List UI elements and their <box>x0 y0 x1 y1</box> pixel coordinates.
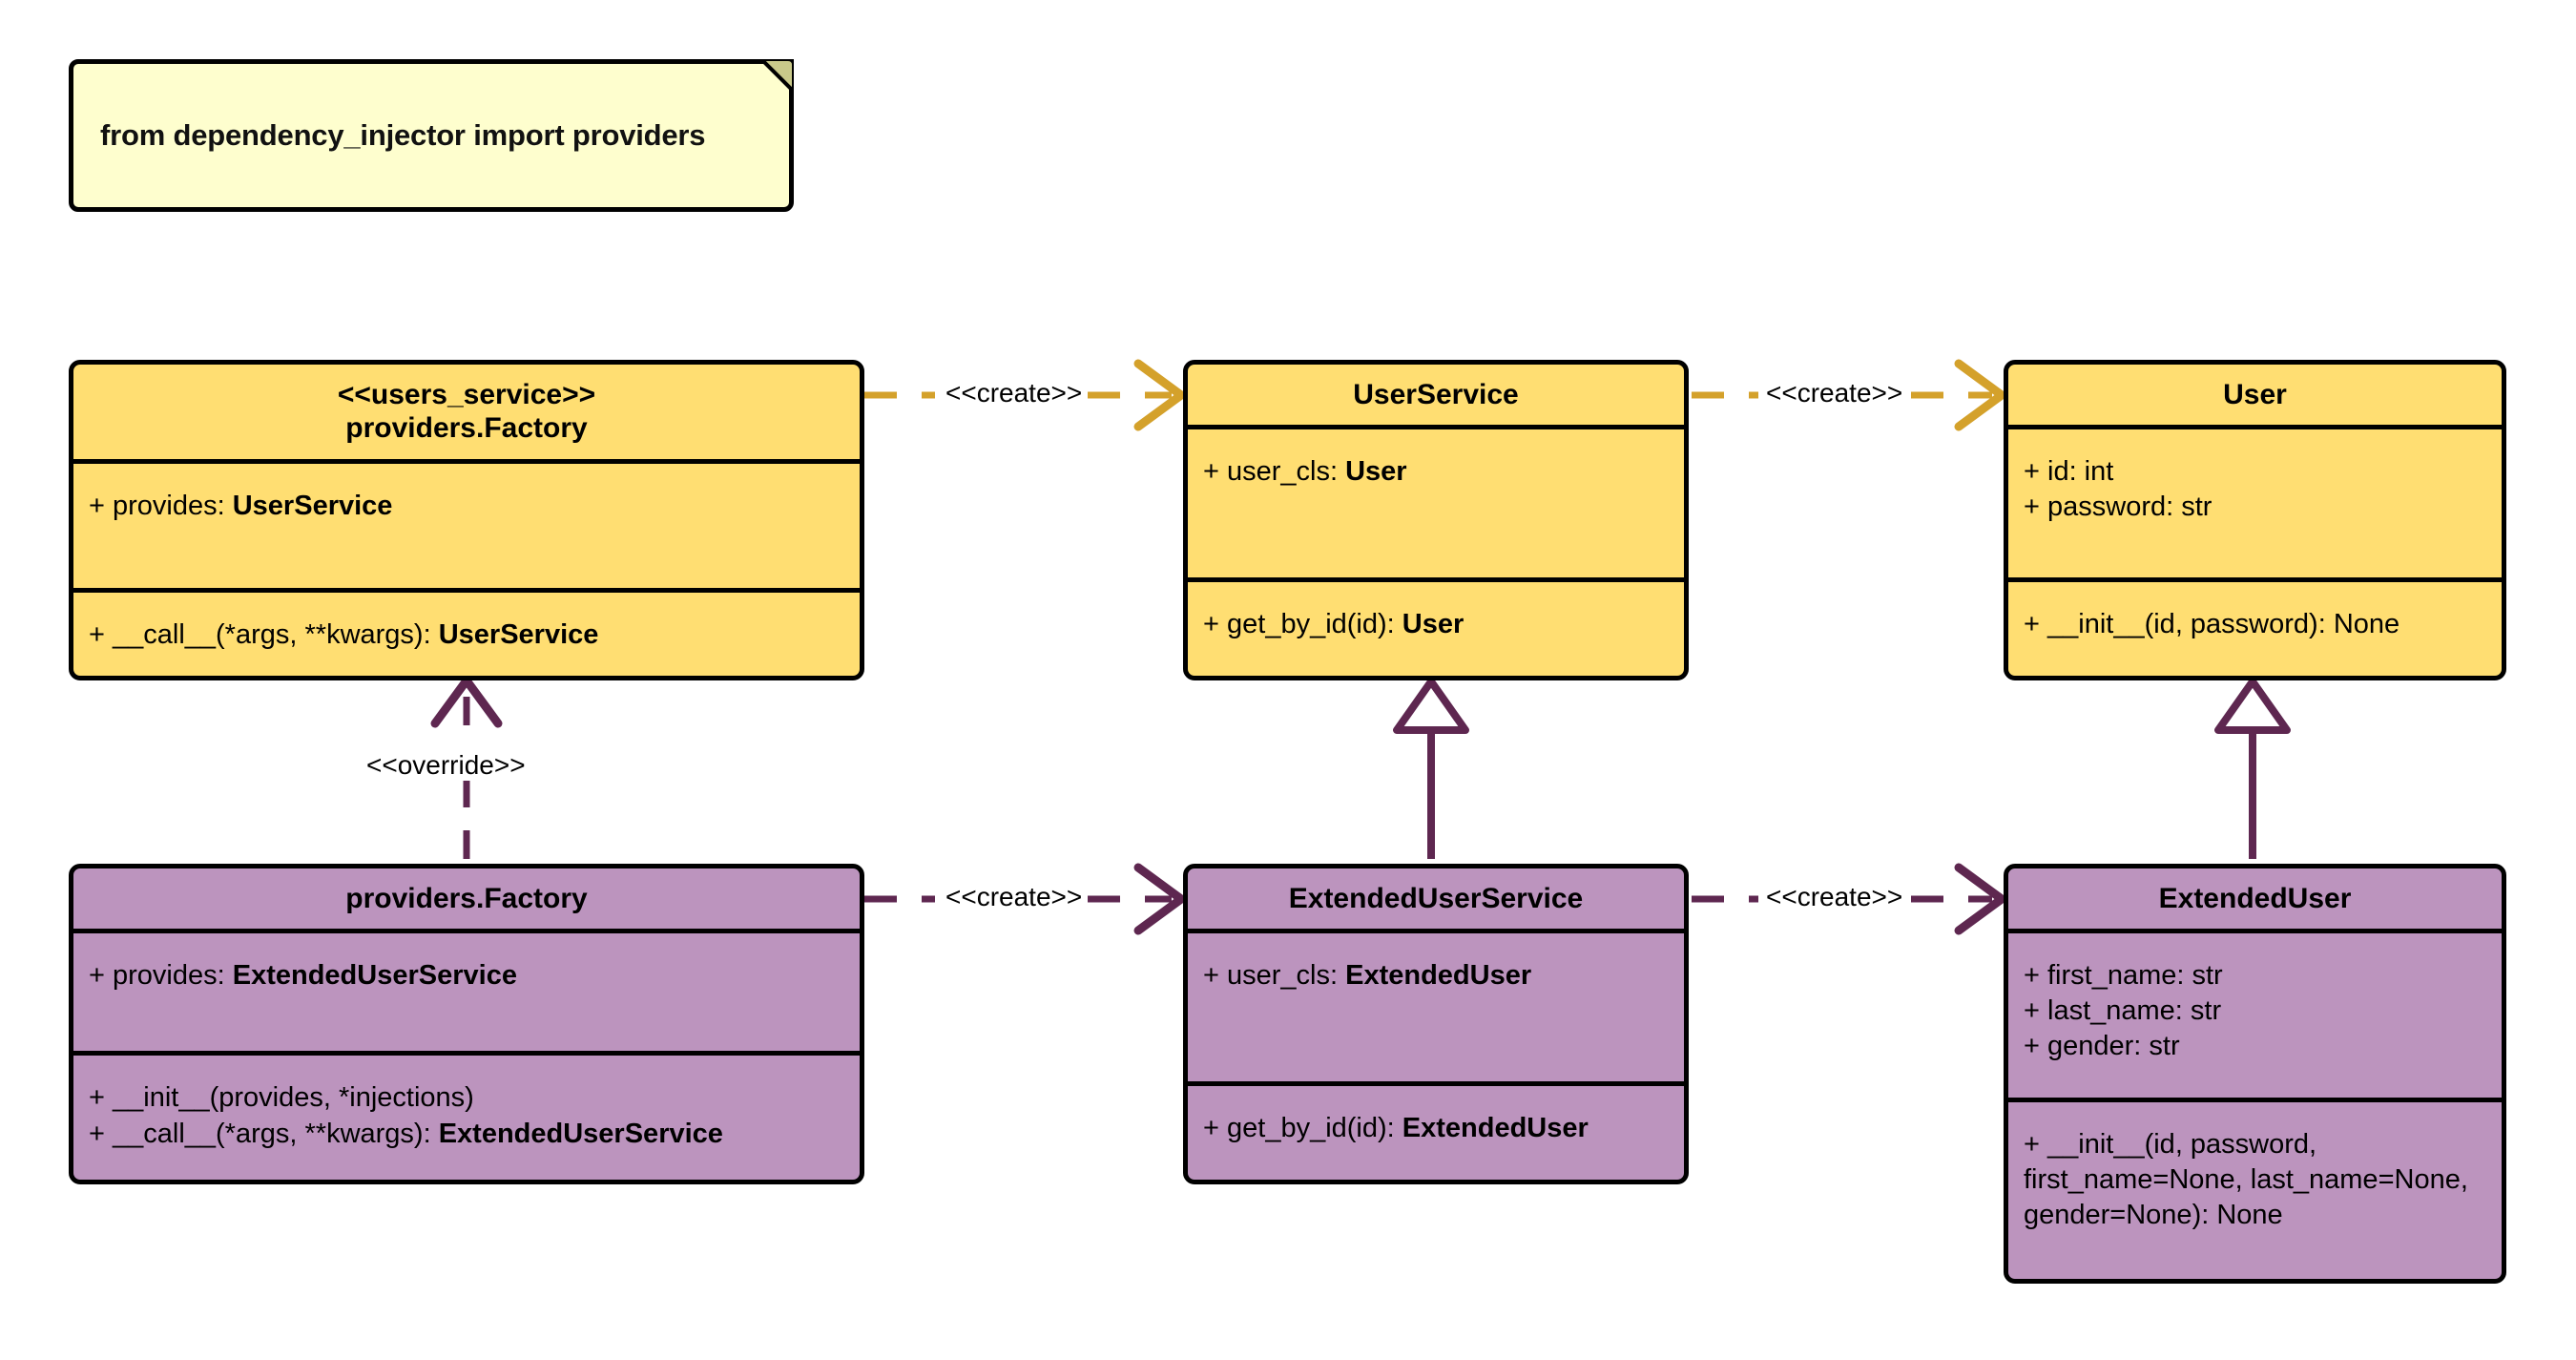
method-row: + __call__(*args, **kwargs): UserService <box>89 618 599 650</box>
connector-label-override: <<override>> <box>361 750 531 781</box>
class-box-user-service[interactable]: UserService + user_cls: User + get_by_id… <box>1183 360 1689 680</box>
connector-extendeduserservice-extends-userservice <box>1393 678 1469 859</box>
class-title: providers.Factory <box>345 883 588 914</box>
class-title: ExtendedUser <box>2158 883 2352 914</box>
method-row: + get_by_id(id): ExtendedUser <box>1203 1112 1589 1143</box>
connector-label-create-extendeduser: <<create>> <box>1760 882 1909 912</box>
connector-label-create-userservice: <<create>> <box>940 378 1089 408</box>
class-stereotype: <<users_service>> <box>337 379 596 410</box>
class-attributes-extended-user: + first_name: str + last_name: str + gen… <box>2008 933 2502 1098</box>
class-title: UserService <box>1353 379 1519 410</box>
class-box-providers-factory[interactable]: providers.Factory + provides: ExtendedUs… <box>69 864 864 1184</box>
attribute-row: + provides: UserService <box>89 491 393 521</box>
class-attributes-providers-factory: + provides: ExtendedUserService <box>73 933 860 1051</box>
connector-extendeduser-extends-user <box>2214 678 2291 859</box>
attribute-row: + id: int <box>2024 456 2114 487</box>
note-import-statement: from dependency_injector import provider… <box>69 59 794 212</box>
class-header-extended-user-service: ExtendedUserService <box>1188 868 1684 933</box>
note-text: from dependency_injector import provider… <box>100 118 706 152</box>
attribute-row: + user_cls: User <box>1203 456 1407 487</box>
class-header-providers-factory: providers.Factory <box>73 868 860 933</box>
class-title: providers.Factory <box>345 412 588 445</box>
note-folded-corner-icon <box>761 59 794 92</box>
connector-label-create-user: <<create>> <box>1760 378 1909 408</box>
method-row: + __init__(id, password, first_name=None… <box>2024 1128 2468 1231</box>
class-box-users-service-factory[interactable]: <<users_service>> providers.Factory + pr… <box>69 360 864 680</box>
class-header-user-service: UserService <box>1188 365 1684 429</box>
class-box-extended-user-service[interactable]: ExtendedUserService + user_cls: Extended… <box>1183 864 1689 1184</box>
class-title: User <box>2223 379 2287 410</box>
class-methods-extended-user-service: + get_by_id(id): ExtendedUser <box>1188 1080 1684 1180</box>
attribute-row: + provides: ExtendedUserService <box>89 960 517 991</box>
class-attributes-user-service: + user_cls: User <box>1188 429 1684 577</box>
class-methods-providers-factory: + __init__(provides, *injections) + __ca… <box>73 1051 860 1180</box>
attribute-row: + user_cls: ExtendedUser <box>1203 960 1532 991</box>
attribute-row: + password: str <box>2024 492 2212 523</box>
class-box-user[interactable]: User + id: int + password: str + __init_… <box>2004 360 2506 680</box>
class-title: ExtendedUserService <box>1288 883 1584 914</box>
class-attributes-user: + id: int + password: str <box>2008 429 2502 577</box>
class-header-extended-user: ExtendedUser <box>2008 868 2502 933</box>
class-methods-extended-user: + __init__(id, password, first_name=None… <box>2008 1097 2502 1279</box>
class-box-extended-user[interactable]: ExtendedUser + first_name: str + last_na… <box>2004 864 2506 1284</box>
attribute-row: + last_name: str <box>2024 995 2222 1027</box>
class-methods-users-service-factory: + __call__(*args, **kwargs): UserService <box>73 587 860 676</box>
class-header-users-service-factory: <<users_service>> providers.Factory <box>73 365 860 464</box>
class-attributes-users-service-factory: + provides: UserService <box>73 464 860 588</box>
class-attributes-extended-user-service: + user_cls: ExtendedUser <box>1188 933 1684 1081</box>
method-row: + get_by_id(id): User <box>1203 608 1465 639</box>
attribute-row: + first_name: str <box>2024 960 2223 991</box>
connector-label-create-extendeduserservice: <<create>> <box>940 882 1089 912</box>
class-header-user: User <box>2008 365 2502 429</box>
attribute-row: + gender: str <box>2024 1031 2180 1062</box>
class-methods-user: + __init__(id, password): None <box>2008 576 2502 676</box>
method-row: + __init__(id, password): None <box>2024 608 2400 639</box>
method-row: + __call__(*args, **kwargs): ExtendedUse… <box>89 1118 723 1149</box>
class-methods-user-service: + get_by_id(id): User <box>1188 576 1684 676</box>
method-row: + __init__(provides, *injections) <box>89 1082 474 1114</box>
